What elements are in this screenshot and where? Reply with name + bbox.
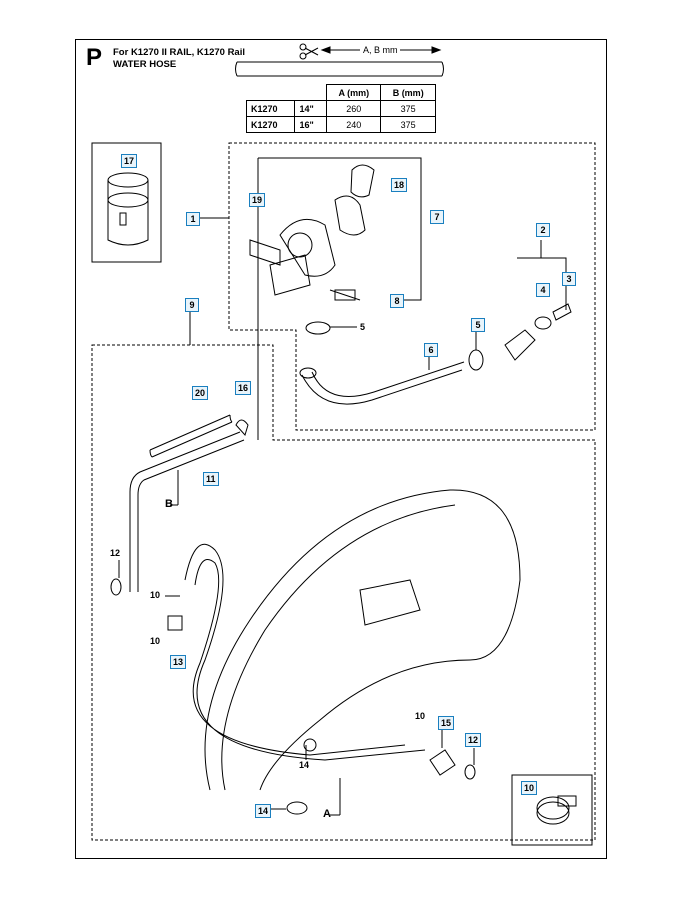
bracket-line-7 <box>258 157 422 301</box>
fitting-assembly <box>468 303 572 371</box>
label-10: 10 <box>150 590 161 600</box>
size-cell: 16" <box>294 116 328 133</box>
lower-hose <box>129 431 245 592</box>
diagram-subtitle: WATER HOSE <box>113 59 177 70</box>
callout-11: 11 <box>203 472 219 486</box>
label-14: 14 <box>299 760 310 770</box>
column-header-a: A (mm) <box>326 84 382 101</box>
callout-18: 18 <box>391 178 408 192</box>
upper-dashed-region <box>228 142 596 431</box>
dimension-a-label: A <box>323 808 331 820</box>
lower-dashed-region <box>91 344 596 841</box>
inset-box-17 <box>91 142 162 263</box>
hose-coupling-part <box>107 172 149 246</box>
callout-13: 13 <box>170 655 187 669</box>
hose-segment <box>235 61 444 77</box>
callout-9: 9 <box>185 298 199 312</box>
table-row: K1270 16" 240 375 <box>245 116 436 133</box>
callout-7: 7 <box>430 210 444 224</box>
clip-part <box>235 419 249 436</box>
callout-14: 14 <box>255 804 272 818</box>
callout-4: 4 <box>536 283 550 297</box>
scissors-icon <box>299 43 319 60</box>
upper-hose <box>301 361 465 405</box>
dimension-arrow <box>320 46 442 54</box>
callout-17: 17 <box>121 154 138 168</box>
blade-guard <box>204 489 521 791</box>
nozzle-assembly <box>249 164 375 301</box>
grommet-part <box>286 801 308 815</box>
dimension-table: A (mm) B (mm) K1270 14" 260 375 K1270 16… <box>245 84 436 133</box>
label-5: 5 <box>360 322 366 332</box>
diagram-title: For K1270 II RAIL, K1270 Rail <box>113 47 245 58</box>
b-cell: 375 <box>380 116 436 133</box>
right-fitting-part <box>429 749 456 776</box>
section-letter: P <box>86 44 103 71</box>
right-end-cap <box>464 764 476 780</box>
dimension-label: A, B mm <box>363 45 398 55</box>
end-cap-part <box>110 578 122 596</box>
callout-16: 16 <box>235 381 252 395</box>
dimension-b-label: B <box>165 498 173 510</box>
callout-15: 15 <box>438 716 455 730</box>
callout-8: 8 <box>390 294 404 308</box>
callout-12: 12 <box>465 733 482 747</box>
callout-5: 5 <box>471 318 485 332</box>
callout-3: 3 <box>562 272 576 286</box>
a-cell: 240 <box>326 116 382 133</box>
label-12: 12 <box>110 548 121 558</box>
callout-2: 2 <box>536 223 550 237</box>
table-header-row: A (mm) B (mm) <box>247 84 436 101</box>
callout-20: 20 <box>192 386 209 400</box>
hose-clamp-part <box>536 795 577 825</box>
callout-10: 10 <box>521 781 538 795</box>
spring-part <box>149 414 233 458</box>
callout-19: 19 <box>249 193 266 207</box>
hose-loop <box>184 543 426 761</box>
callout-6: 6 <box>424 343 438 357</box>
model-cell: K1270 <box>245 116 296 133</box>
washer-part <box>305 321 331 335</box>
diagram-frame <box>75 39 607 859</box>
label-10: 10 <box>415 711 426 721</box>
clamp-part <box>167 615 183 631</box>
inset-box-10 <box>511 774 593 846</box>
label-10: 10 <box>150 636 161 646</box>
table-row: K1270 14" 260 375 <box>245 100 436 117</box>
callout-1: 1 <box>186 212 200 226</box>
